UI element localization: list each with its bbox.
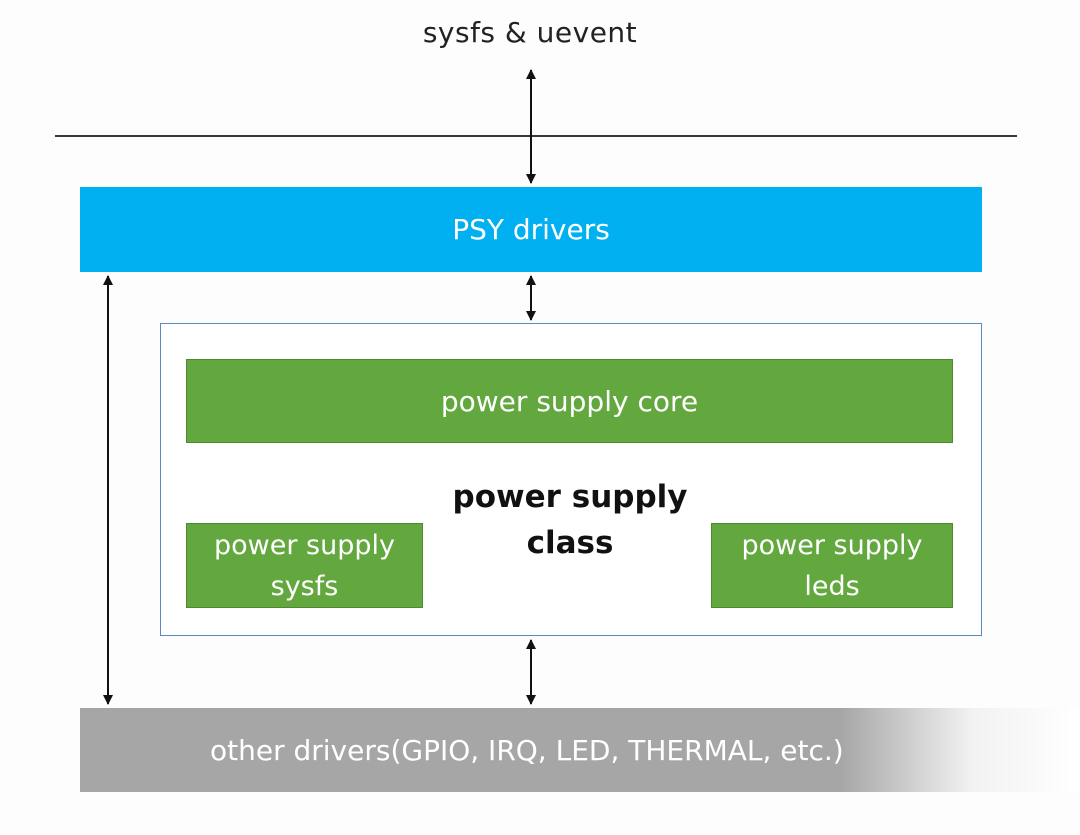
- sysfs-uevent-label: sysfs & uevent: [422, 16, 638, 49]
- power-supply-class-line-2: class: [526, 525, 614, 561]
- power-supply-sysfs-line-1: power supply: [214, 529, 395, 561]
- power-supply-sysfs-box: power supply sysfs: [186, 523, 423, 608]
- power-supply-class-line-1: power supply: [452, 479, 688, 515]
- watermark-fade: [840, 708, 1080, 792]
- other-drivers-label: other drivers(GPIO, IRQ, LED, THERMAL, e…: [210, 733, 844, 767]
- power-supply-core-box: power supply core: [186, 359, 953, 443]
- psy-drivers-label: PSY drivers: [452, 213, 610, 246]
- power-supply-sysfs-line-2: sysfs: [270, 570, 339, 602]
- power-supply-leds-box: power supply leds: [711, 523, 953, 608]
- psy-drivers-box: PSY drivers: [80, 187, 982, 272]
- power-supply-leds-line-2: leds: [804, 570, 860, 602]
- power-supply-leds-line-1: power supply: [741, 529, 923, 561]
- power-supply-core-label: power supply core: [440, 384, 699, 418]
- power-supply-class-label: power supply class: [430, 474, 710, 566]
- kernel-user-divider: [55, 135, 1017, 137]
